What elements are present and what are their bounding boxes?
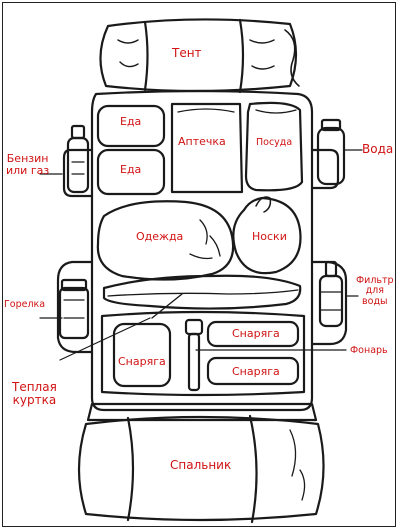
sleeping-bag-roll — [77, 402, 325, 524]
flashlight — [184, 318, 204, 392]
dishes-label: Посуда — [256, 137, 293, 148]
first-aid-label: Аптечка — [178, 135, 226, 148]
image-border — [2, 2, 396, 527]
fuel-bottle — [66, 124, 90, 194]
filter-label-line1: Фильтр — [356, 275, 394, 286]
water-filter — [318, 260, 344, 328]
food-pouches — [96, 104, 166, 196]
gear-label-right-bottom: Снаряга — [232, 365, 280, 378]
clothes-label: Одежда — [136, 230, 184, 243]
fuel-label-line1: Бензин — [6, 152, 49, 165]
jacket-label-line1: Теплая — [12, 380, 57, 394]
water-label: Вода — [362, 142, 394, 156]
socks-label: Носки — [252, 230, 287, 243]
filter-label-line2: для — [365, 285, 384, 297]
burner-label: Горелка — [4, 299, 46, 310]
sleeping-bag-label: Спальник — [170, 458, 232, 472]
gear-label-right-top: Снаряга — [232, 327, 280, 340]
burner-jar — [58, 278, 90, 340]
warm-jacket-roll — [102, 274, 302, 319]
jacket-label-line2: куртка — [12, 393, 57, 408]
label-leader-lines — [39, 149, 363, 361]
socks-bag — [232, 196, 302, 275]
tent-label: Тент — [172, 46, 202, 60]
lower-compartment — [100, 310, 306, 397]
filter-label: Фильтр для воды — [356, 275, 394, 307]
pack-body — [56, 89, 348, 412]
filter-label-line3: воды — [362, 295, 388, 307]
fuel-label-line2: или газ — [6, 164, 50, 178]
water-bottle — [316, 118, 346, 186]
clothes-bag — [96, 200, 235, 281]
fuel-label: Бензин или газ — [6, 152, 50, 178]
food-label-bottom: Еда — [120, 163, 142, 176]
flashlight-label: Фонарь — [350, 345, 388, 356]
first-aid-kit — [170, 102, 244, 194]
food-label-top: Еда — [120, 115, 142, 128]
dishes — [244, 101, 304, 192]
gear-label-left: Снаряга — [118, 355, 166, 368]
jacket-label: Теплая куртка — [12, 380, 57, 408]
tent-roll — [99, 18, 300, 94]
